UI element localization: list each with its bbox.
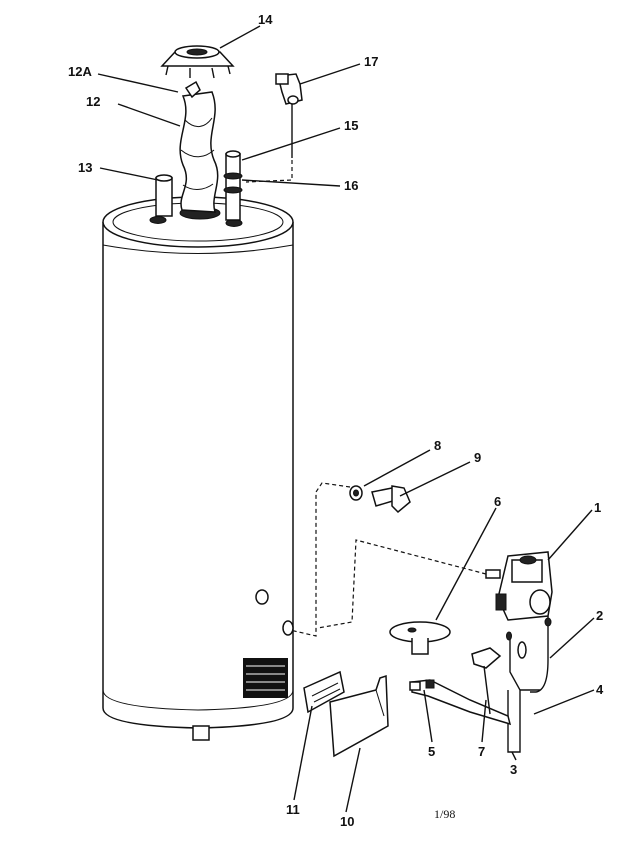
- callout-labels: 14 12A 12 13 17 15 16 8 9 6 1 2 4 5 7 3 …: [68, 12, 604, 829]
- manifold-tube: [507, 632, 521, 753]
- callout-12: 12: [86, 94, 100, 109]
- pilot-assembly: [471, 647, 502, 715]
- footer-code: 1/98: [434, 807, 455, 821]
- nipple-hot: [155, 174, 173, 217]
- callout-15: 15: [344, 118, 358, 133]
- callout-5: 5: [428, 744, 435, 759]
- callout-11: 11: [286, 802, 300, 817]
- callout-1: 1: [594, 500, 601, 515]
- callout-13: 13: [78, 160, 92, 175]
- callout-2: 2: [596, 608, 603, 623]
- relief-valve: [245, 73, 303, 183]
- nipple-cold: [223, 150, 243, 221]
- flue-baffle: [179, 80, 219, 213]
- pilot-tube: [530, 616, 549, 693]
- inner-door: [303, 670, 345, 714]
- water-heater-tank: [102, 196, 294, 741]
- callout-10: 10: [340, 814, 354, 829]
- callout-12a: 12A: [68, 64, 92, 79]
- access-opening: [243, 658, 288, 698]
- orifice: [409, 681, 421, 691]
- drain-valve: [289, 482, 411, 637]
- callout-14: 14: [258, 12, 273, 27]
- callout-4: 4: [596, 682, 604, 697]
- callout-7: 7: [478, 744, 485, 759]
- burner: [389, 621, 451, 655]
- gas-control-valve: [485, 551, 553, 621]
- leader-lines: [97, 25, 595, 813]
- callout-17: 17: [364, 54, 378, 69]
- callout-6: 6: [494, 494, 501, 509]
- outer-door: [329, 674, 389, 758]
- callout-8: 8: [434, 438, 441, 453]
- draft-hood: [160, 45, 235, 79]
- callout-16: 16: [344, 178, 358, 193]
- callout-3: 3: [510, 762, 517, 777]
- washer: [349, 485, 363, 501]
- callout-9: 9: [474, 450, 481, 465]
- manifold-door: [411, 679, 512, 726]
